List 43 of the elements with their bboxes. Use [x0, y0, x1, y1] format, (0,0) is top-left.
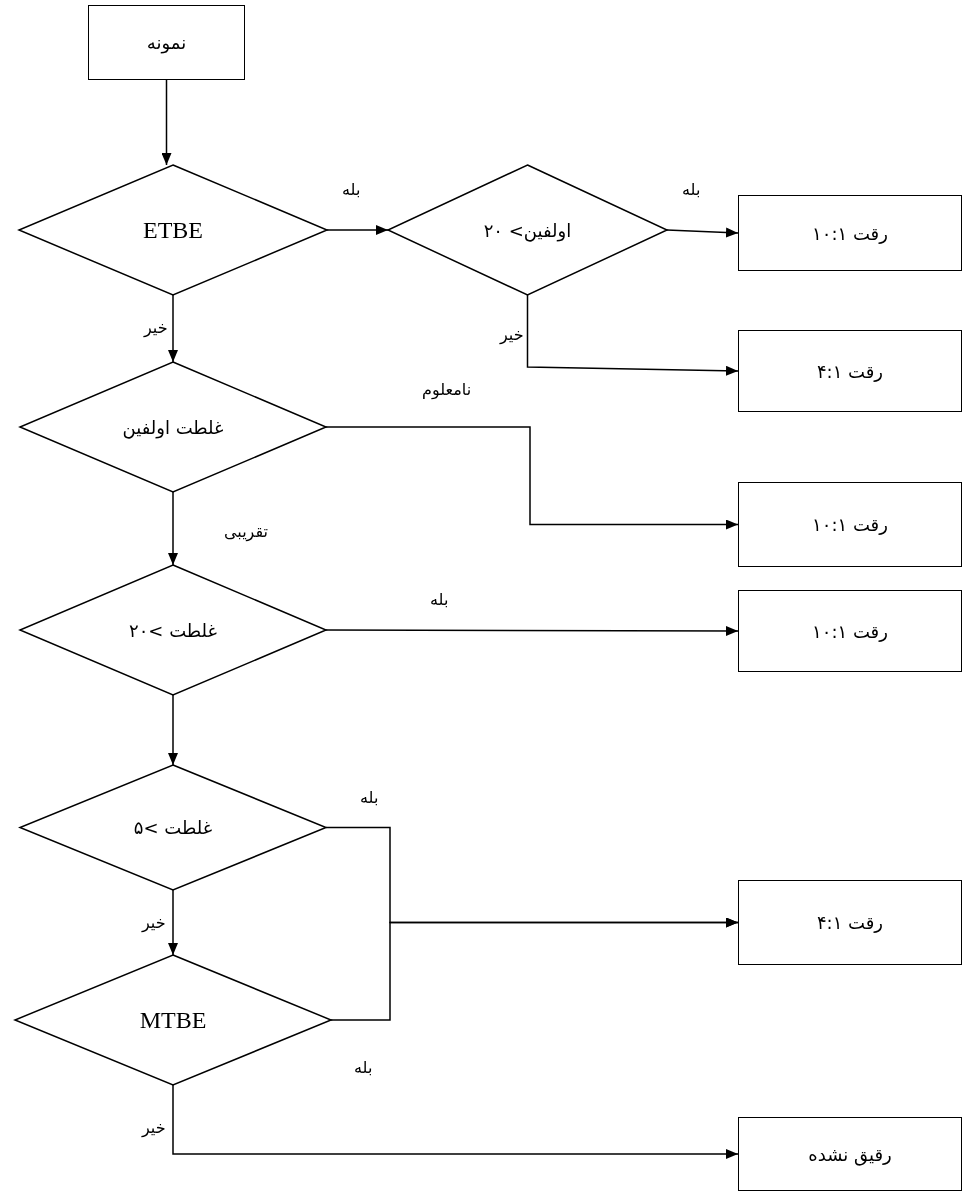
edge-label: بله [352, 1058, 375, 1077]
edge-label: بله [358, 788, 381, 807]
edge-label: بله [428, 590, 451, 609]
process-box [738, 1117, 962, 1191]
decision-diamond [20, 362, 326, 492]
arrow [168, 294, 178, 363]
process-box [738, 330, 962, 412]
arrow [325, 625, 739, 636]
node-label: رقت ۱۰:۱ [812, 222, 888, 244]
arrow [168, 694, 178, 766]
node-label: غلطت >۵ [133, 817, 213, 838]
node-label: نمونه [146, 32, 187, 53]
node-label: رقت ۴:۱ [816, 360, 884, 382]
process-box [738, 195, 962, 271]
node-label: رقت ۱۰:۱ [812, 514, 888, 535]
node-label: MTBE [139, 1006, 207, 1034]
decision-diamond [19, 165, 327, 295]
node-label: غلطت اولفین [122, 416, 224, 438]
arrow [161, 79, 172, 166]
node-label: رقت ۴:۱ [816, 912, 884, 933]
arrow [526, 294, 739, 376]
decision-diamond [20, 765, 326, 890]
arrow [172, 1084, 739, 1159]
process-box [738, 880, 962, 965]
node-label: ETBE [143, 216, 203, 244]
process-box [738, 482, 962, 567]
arrow [168, 491, 178, 566]
node-label: اولفین> ۲۰ [483, 219, 572, 241]
process-box [88, 5, 245, 80]
edge-label: بله [340, 180, 363, 199]
node-label: رقیق نشده [808, 1143, 892, 1165]
edge-label: بله [680, 180, 703, 199]
decision-diamond [388, 165, 667, 295]
arrow [330, 917, 739, 1021]
node-label: رقت ۱۰:۱ [812, 620, 888, 642]
arrow [325, 426, 739, 530]
node-label: غلطت >۲۰ [129, 619, 217, 641]
arrow [666, 227, 739, 238]
arrow [168, 889, 178, 956]
decision-diamond [15, 955, 331, 1085]
process-box [738, 590, 962, 672]
decision-diamond [20, 565, 326, 695]
arrow [326, 225, 389, 235]
